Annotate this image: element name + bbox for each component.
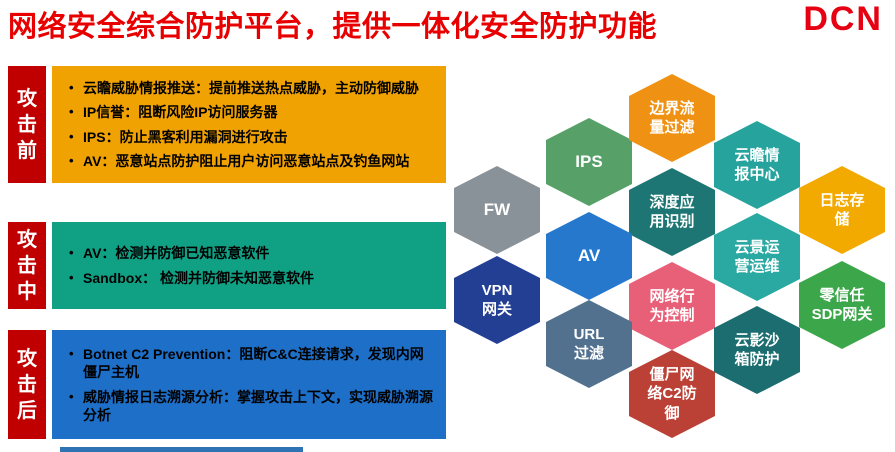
item-desc: ：阻断C&C连接请求，发现内网僵尸主机 [83, 345, 424, 381]
list-item: 云瞻威胁情报推送：提前推送热点威胁，主动防御威胁 [66, 79, 434, 97]
item-desc: ：防止黑客利用漏洞进行攻击 [105, 128, 288, 145]
item-name: 云瞻威胁情报推送 [83, 79, 195, 96]
stage-label-text: 攻击中 [17, 228, 37, 303]
item-name: Sandbox [83, 269, 143, 286]
stage-label-text: 攻击前 [17, 87, 37, 162]
hex-av: AV [546, 212, 632, 300]
list-item: 威胁情报日志溯源分析：掌握攻击上下文，实现威胁溯源分析 [66, 388, 434, 425]
hex-vpn-gateway: VPN 网关 [454, 256, 540, 344]
list-item: AV：恶意站点防护阻止用户访问恶意站点及钓鱼网站 [66, 152, 434, 170]
item-desc: ：提前推送热点威胁，主动防御威胁 [195, 79, 419, 96]
item-name: 威胁情报日志溯源分析 [83, 388, 223, 405]
dcn-logo: DCN [803, 0, 883, 38]
stage-during-attack: 攻击中 AV：检测并防御已知恶意软件 Sandbox： 检测并防御未知恶意软件 [8, 222, 446, 309]
stage-label-after-attack: 攻击后 [8, 330, 46, 439]
item-desc: ：恶意站点防护阻止用户访问恶意站点及钓鱼网站 [101, 152, 410, 169]
list-item: Botnet C2 Prevention：阻断C&C连接请求，发现内网僵尸主机 [66, 345, 434, 382]
hex-behavior-control: 网络行 为控制 [629, 262, 715, 350]
page-title: 网络安全综合防护平台，提供一体化安全防护功能 [8, 11, 658, 43]
list-item: IP信誉：阻断风险IP访问服务器 [66, 103, 434, 121]
stage-item-list: AV：检测并防御已知恶意软件 Sandbox： 检测并防御未知恶意软件 [66, 244, 434, 287]
item-name: AV [83, 245, 102, 262]
footer-bar [60, 447, 303, 452]
hex-url-filter: URL 过滤 [546, 300, 632, 388]
stage-box-during-attack: AV：检测并防御已知恶意软件 Sandbox： 检测并防御未知恶意软件 [52, 222, 446, 309]
stage-after-attack: 攻击后 Botnet C2 Prevention：阻断C&C连接请求，发现内网僵… [8, 330, 446, 439]
hex-botnet-c2-defense: 僵尸网 络C2防 御 [629, 350, 715, 438]
stage-box-after-attack: Botnet C2 Prevention：阻断C&C连接请求，发现内网僵尸主机 … [52, 330, 446, 439]
hex-ips: IPS [546, 118, 632, 206]
hex-cloud-sandbox: 云影沙 箱防护 [714, 306, 800, 394]
list-item: IPS：防止黑客利用漏洞进行攻击 [66, 128, 434, 146]
list-item: Sandbox： 检测并防御未知恶意软件 [66, 269, 434, 287]
item-name: AV [83, 152, 102, 169]
stage-label-text: 攻击后 [17, 347, 37, 422]
item-desc: ：检测并防御已知恶意软件 [101, 245, 270, 262]
item-desc: ：掌握攻击上下文，实现威胁溯源分析 [83, 388, 433, 423]
hex-log-storage: 日志存 储 [799, 166, 885, 254]
capability-honeycomb: FW IPS 边界流 量过滤 云瞻情 报中心 日志存 储 深度应 用识别 AV … [450, 0, 895, 452]
stage-box-before-attack: 云瞻威胁情报推送：提前推送热点威胁，主动防御威胁 IP信誉：阻断风险IP访问服务… [52, 66, 446, 183]
item-desc: ： 检测并防御未知恶意软件 [142, 269, 315, 286]
hex-cloud-ops: 云景运 营运维 [714, 213, 800, 301]
item-name: Botnet C2 Prevention [83, 345, 226, 362]
item-name: IPS [83, 128, 106, 145]
hex-cloud-intel: 云瞻情 报中心 [714, 121, 800, 209]
hex-zero-trust-sdp: 零信任 SDP网关 [799, 261, 885, 349]
item-name: IP信誉 [83, 104, 125, 121]
hex-boundary-filter: 边界流 量过滤 [629, 74, 715, 162]
stage-before-attack: 攻击前 云瞻威胁情报推送：提前推送热点威胁，主动防御威胁 IP信誉：阻断风险IP… [8, 66, 446, 183]
stage-label-during-attack: 攻击中 [8, 222, 46, 309]
stage-item-list: Botnet C2 Prevention：阻断C&C连接请求，发现内网僵尸主机 … [66, 345, 434, 425]
stage-item-list: 云瞻威胁情报推送：提前推送热点威胁，主动防御威胁 IP信誉：阻断风险IP访问服务… [66, 79, 434, 171]
hex-fw: FW [454, 166, 540, 254]
item-desc: ：阻断风险IP访问服务器 [124, 104, 278, 121]
stage-label-before-attack: 攻击前 [8, 66, 46, 183]
list-item: AV：检测并防御已知恶意软件 [66, 244, 434, 262]
hex-deep-app-identify: 深度应 用识别 [629, 168, 715, 256]
